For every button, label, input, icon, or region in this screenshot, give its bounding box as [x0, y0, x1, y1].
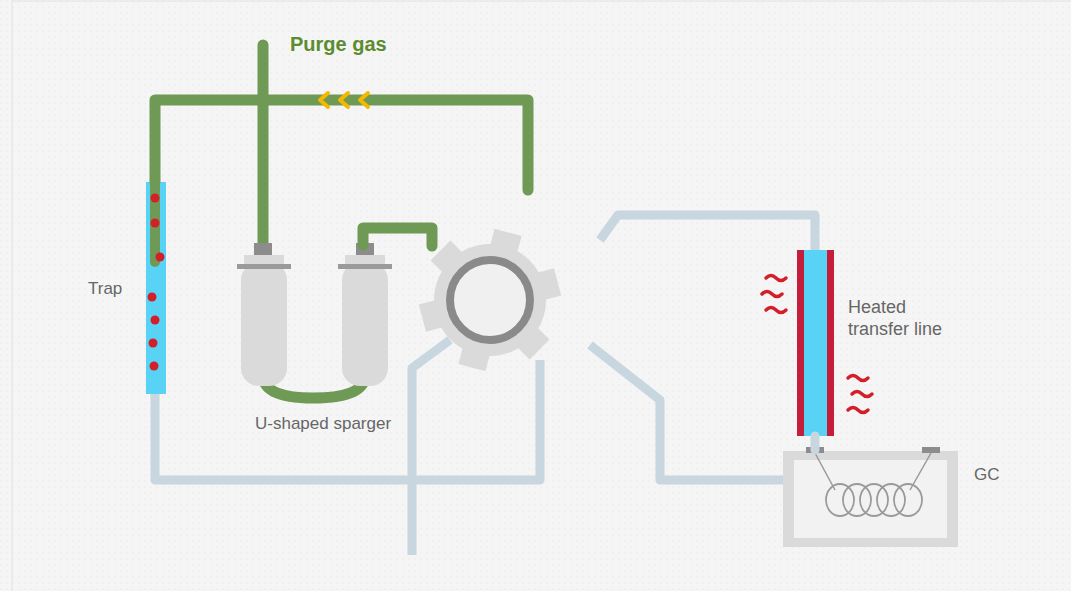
- frame-line: [12, 1, 1071, 2]
- transfer-line-node: Heated transfer line: [790, 250, 990, 436]
- flow-chevron: [340, 93, 348, 107]
- gc-outlet: [922, 447, 940, 453]
- purge-gas-pipe: [258, 45, 269, 248]
- coil-loop: [860, 484, 888, 516]
- coil-loop: [877, 484, 905, 516]
- valve-to-gc-pipe: [590, 345, 785, 480]
- trapped-analytes: [148, 194, 165, 371]
- gc-oven-inner: [794, 460, 947, 538]
- valve-to-transfer-pipe: [600, 215, 815, 252]
- node-label: Heated transfer line: [848, 296, 958, 340]
- flow-chevron: [320, 93, 328, 107]
- coil-loop: [894, 484, 922, 516]
- gc-oven: [783, 451, 958, 547]
- node-label: Trap: [88, 278, 122, 300]
- trap-node: Trap: [80, 182, 170, 394]
- gc-column-coil: [826, 484, 922, 516]
- coil-loop: [843, 484, 871, 516]
- gc-node: GC: [780, 450, 1010, 547]
- transfer-tube: [804, 250, 827, 436]
- heater-jacket: [797, 250, 834, 436]
- node-label: U-shaped sparger: [255, 413, 391, 435]
- heat-waves: [762, 276, 872, 413]
- trap-tube: [146, 182, 166, 394]
- trap-inlet: [150, 182, 160, 262]
- pipe-connector: [155, 100, 528, 246]
- pipe-connector: [811, 436, 820, 450]
- six-port-valve: [419, 229, 561, 371]
- node-label: GC: [974, 464, 1000, 486]
- frame-line: [12, 0, 13, 591]
- coil-loop: [826, 484, 854, 516]
- purge-gas-label: Purge gas: [290, 33, 387, 55]
- vent-pipe: [412, 340, 450, 555]
- grey-pipes: [155, 215, 815, 555]
- sparger-vessel: [237, 243, 392, 398]
- sparger-node: U-shaped sparger: [235, 245, 400, 440]
- flow-chevron: [360, 93, 368, 107]
